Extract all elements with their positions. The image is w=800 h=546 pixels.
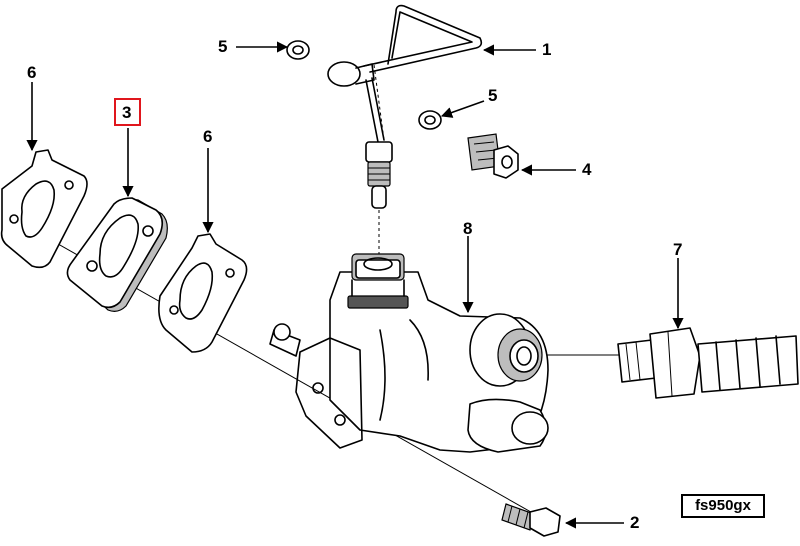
gasket-right[interactable] (158, 233, 248, 353)
callout-2: 2 (630, 513, 639, 532)
callout-3[interactable]: 3 (122, 103, 131, 122)
callout-6-right: 6 (203, 127, 212, 146)
callout-leaders (26, 41, 684, 529)
banjo-bolt[interactable] (467, 133, 519, 179)
washer-lower[interactable] (418, 110, 442, 130)
figure-id-label: fs950gx (681, 494, 765, 518)
callout-5-lower: 5 (488, 86, 497, 105)
callout-1: 1 (542, 40, 551, 59)
callout-6-left: 6 (27, 63, 36, 82)
gasket-left[interactable] (0, 149, 88, 269)
callout-7: 7 (673, 240, 682, 259)
callout-4: 4 (582, 160, 592, 179)
callout-8: 8 (463, 219, 472, 238)
fuel-pump[interactable] (269, 253, 549, 453)
cap-screw[interactable] (501, 503, 561, 537)
callout-5-upper: 5 (218, 37, 227, 56)
callout-highlight-box (114, 98, 141, 126)
hose-fitting[interactable] (617, 327, 799, 399)
washer-upper[interactable] (286, 40, 310, 60)
spacer-gasket[interactable] (66, 197, 168, 312)
callout-numbers: 1 5 5 4 6 3 6 8 7 2 (27, 37, 682, 532)
fuel-line[interactable] (327, 4, 483, 209)
